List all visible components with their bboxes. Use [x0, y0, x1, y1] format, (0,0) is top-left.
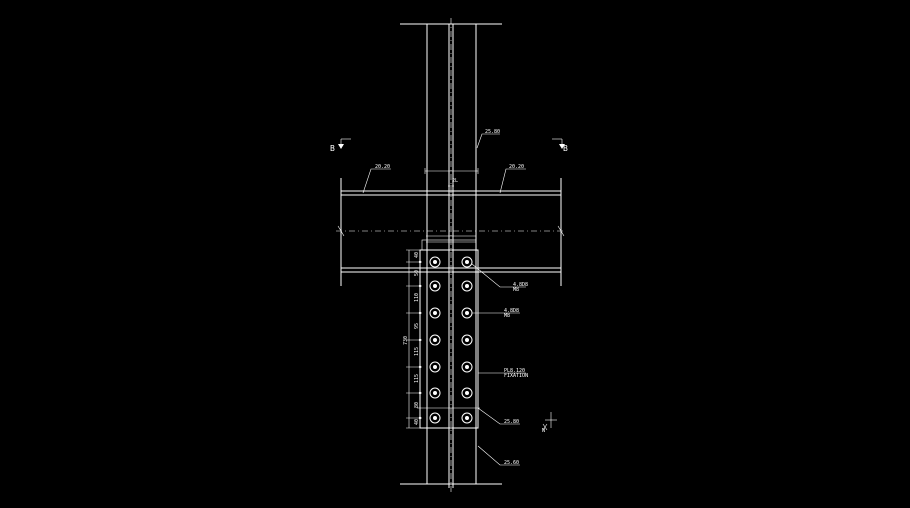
svg-text:PL8.120: PL8.120 — [504, 368, 525, 374]
dim-label: 80 — [414, 402, 420, 408]
callout-column-bottom: 25.60 — [477, 445, 520, 466]
svg-text:4.8D8: 4.8D8 — [513, 282, 528, 288]
svg-text:M8: M8 — [504, 313, 510, 319]
bolt — [429, 280, 441, 292]
bolt — [461, 387, 473, 399]
bolt — [429, 334, 441, 346]
section-letter: B — [330, 144, 335, 153]
bolt-group — [429, 256, 473, 424]
dim-label: 110 — [414, 293, 420, 302]
beam — [336, 178, 566, 286]
callout-beam-left: 20.20 — [362, 164, 391, 194]
callout-beam-right: 20.20 — [499, 164, 526, 194]
section-mark-left: B — [330, 138, 351, 153]
svg-text:4.8D8: 4.8D8 — [504, 308, 519, 314]
callout-plate-lower: 25.80 — [477, 407, 520, 425]
bolt — [461, 412, 473, 424]
dim-label: 40 — [414, 419, 420, 425]
dim-label: 40 — [414, 252, 420, 258]
bolt — [461, 280, 473, 292]
dim-label: 50 — [414, 270, 420, 276]
section-arrow-icon — [552, 138, 565, 149]
section-letter: B — [563, 144, 568, 153]
callout-plate: PL8.120 FIXATION — [478, 368, 528, 379]
bolt — [429, 361, 441, 373]
callout-bolt-1: 4.8D8 M8 — [471, 263, 528, 293]
bolt — [429, 387, 441, 399]
section-mark-right: B — [552, 138, 568, 153]
svg-text:25.60: 25.60 — [504, 460, 519, 466]
overall-dim-label: 730 — [403, 336, 409, 345]
bolt — [461, 256, 473, 268]
north-arrow-icon: N — [542, 412, 557, 434]
north-mark: N — [542, 428, 545, 434]
column — [400, 18, 502, 492]
bolt — [429, 256, 441, 268]
svg-text:25.80: 25.80 — [504, 419, 519, 425]
bolt — [461, 334, 473, 346]
svg-text:M8: M8 — [513, 287, 519, 293]
gap-dim-label: 2L — [452, 178, 458, 184]
svg-text:25.80: 25.80 — [485, 129, 500, 135]
dimension-chain: 40 50 110 95 115 115 80 40 730 — [403, 249, 422, 429]
dim-label: 115 — [414, 347, 420, 356]
dim-label: 95 — [414, 323, 420, 329]
gap-dimension: 2L — [424, 168, 479, 187]
bolt — [429, 307, 441, 319]
svg-text:20.20: 20.20 — [375, 164, 390, 170]
section-arrow-icon — [338, 138, 351, 149]
bolt — [429, 412, 441, 424]
callout-bolt-2: 4.8D8 M8 — [472, 308, 520, 319]
bolt — [461, 361, 473, 373]
svg-text:FIXATION: FIXATION — [504, 373, 528, 379]
svg-text:20.20: 20.20 — [509, 164, 524, 170]
bolt — [461, 307, 473, 319]
dim-label: 115 — [414, 374, 420, 383]
callout-column-top: 25.80 — [476, 129, 500, 149]
